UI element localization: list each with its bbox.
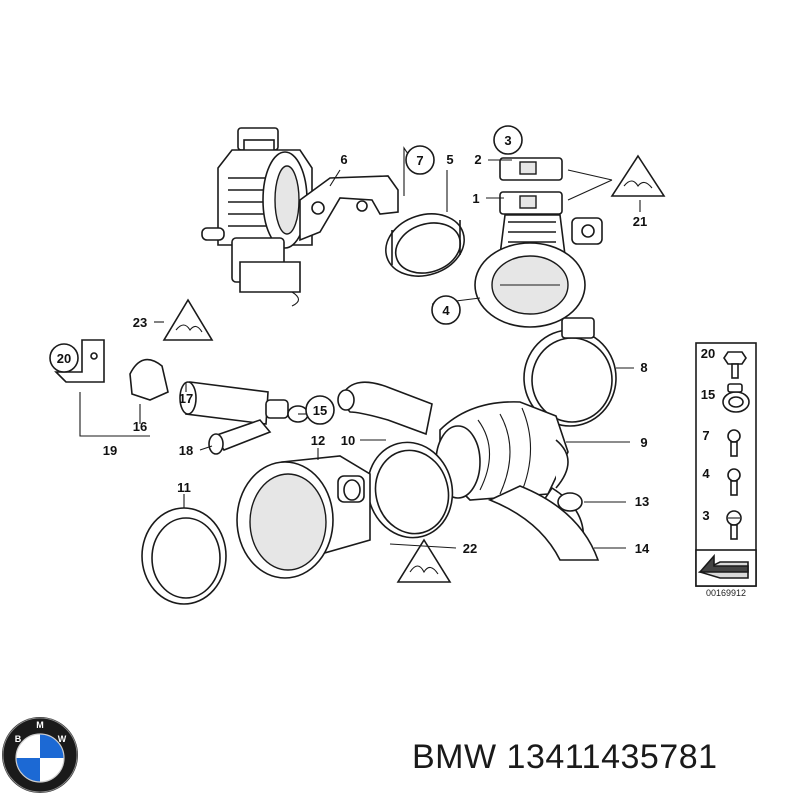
callout-19: 19	[103, 443, 117, 458]
warning-triangle-21	[567, 154, 666, 201]
callout-9: 9	[640, 435, 647, 450]
callout-16: 16	[133, 419, 147, 434]
callout-13: 13	[635, 494, 649, 509]
callout-8: 8	[640, 360, 647, 375]
callout-23: 23	[133, 315, 147, 330]
clamp-16	[129, 358, 169, 401]
callout-4: 4	[442, 303, 450, 318]
callout-3: 3	[504, 133, 511, 148]
warning-triangle-22	[396, 538, 452, 583]
callout-12: 12	[311, 433, 325, 448]
clamp-10	[366, 441, 454, 539]
hose-clamp-8	[523, 317, 617, 427]
callout-1: 1	[472, 191, 479, 206]
throttle-housing	[201, 127, 313, 307]
air-mass-meter-12	[236, 455, 371, 579]
intake-boot-9	[435, 401, 569, 501]
callout-18: 18	[179, 443, 193, 458]
seal-ring-5	[385, 213, 465, 277]
svg-text:BMW: BMW	[15, 720, 67, 744]
seal-ring-11	[141, 507, 227, 605]
legend-num-3: 3	[702, 508, 709, 523]
hose-18	[208, 419, 272, 455]
callout-5: 5	[446, 152, 453, 167]
legend-num-20: 20	[701, 346, 715, 361]
callout-numbers: 3 2 1 4 5 6 7 8 9 10 11 12 13 14 15 16 1…	[49, 125, 650, 556]
warning-triangle-23	[162, 298, 214, 341]
callout-17: 17	[179, 391, 193, 406]
fastener-legend: 20 15 7 4 3 00169912	[695, 342, 757, 598]
sensor-17	[179, 381, 309, 425]
legend-num-15: 15	[701, 387, 715, 402]
callout-14: 14	[635, 541, 650, 556]
callout-6: 6	[340, 152, 347, 167]
leader-lines	[79, 146, 641, 549]
callout-10: 10	[341, 433, 355, 448]
callout-20: 20	[57, 351, 71, 366]
part-number-caption: BMW 13411435781	[412, 738, 718, 777]
drawing-id: 00169912	[706, 588, 746, 598]
legend-num-7: 7	[702, 428, 709, 443]
legend-num-4: 4	[702, 466, 710, 481]
callout-2: 2	[474, 152, 481, 167]
throttle-body	[474, 157, 603, 328]
callout-11: 11	[177, 480, 191, 495]
callout-7: 7	[416, 153, 423, 168]
caption-brand: BMW	[412, 738, 497, 776]
callout-22: 22	[463, 541, 477, 556]
caption-part-number: 13411435781	[506, 738, 718, 776]
bracket-20	[54, 339, 105, 383]
hose-13-14	[487, 485, 600, 561]
callout-21: 21	[633, 214, 647, 229]
hose-10	[337, 381, 433, 436]
bmw-logo: BMW	[2, 717, 78, 793]
callout-15: 15	[313, 403, 327, 418]
gasket-6	[299, 175, 399, 242]
